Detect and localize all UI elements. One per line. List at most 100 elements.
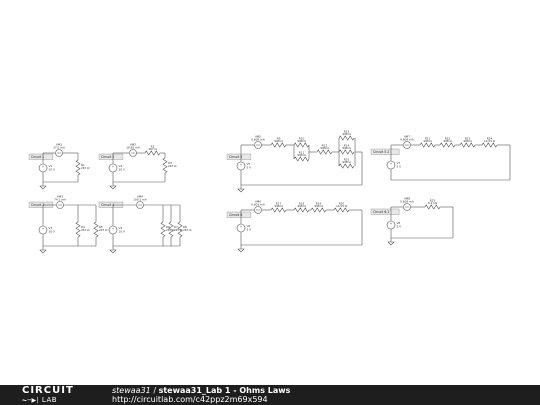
footer-bar: CIRCUIT ⏦─▶| LAB stewaa31 / stewaa31_Lab… (0, 385, 540, 405)
resistor-value: 998 Ω (297, 139, 306, 143)
ammeter-value: 37.0 mA (53, 146, 65, 150)
circuit-label: Circuit 6 (229, 213, 242, 217)
resistor-name: R11 (299, 151, 305, 155)
resistor-icon (160, 221, 166, 238)
resistor-name: R23 (465, 137, 471, 141)
resistor-value: 998 Ω (463, 139, 472, 143)
logo-lab-text: LAB (41, 396, 58, 404)
resistor-value: 267 Ω (174, 228, 183, 232)
circuit-label-box (28, 153, 54, 160)
source-name: V4 (119, 226, 123, 230)
resistor-name: R9 (277, 137, 281, 141)
circuit-label: Circuit 2 (101, 155, 114, 159)
source-name: V2 (119, 164, 123, 168)
resistor-value: 14.55 Ω (484, 139, 496, 143)
owner-link[interactable]: stewaa31 (112, 386, 151, 395)
ammeter-value: 0.609 mA (400, 138, 414, 142)
source-name: V5 (247, 162, 251, 166)
resistor-name: R19 (316, 202, 322, 206)
ammeter-name: AM3 (57, 195, 63, 199)
resistor-icon (293, 142, 310, 148)
resistor-icon (316, 149, 333, 155)
resistor-icon (162, 157, 168, 174)
source-name: V1 (49, 164, 53, 168)
footer-title-line: stewaa31 / stewaa31_Lab 1 - Ohms Laws (112, 386, 290, 395)
resistor-value: 267 Ω (81, 228, 90, 232)
circuit-label: Circuit 1 (31, 155, 44, 159)
resistor-name: R13 (344, 130, 350, 134)
resistor-icon (75, 221, 81, 238)
logo-wordmark-top: CIRCUIT (22, 385, 74, 396)
ammeter-name: AM4 (137, 195, 143, 199)
resistor-icon (439, 142, 456, 148)
ammeter-name: AM7 (404, 135, 410, 139)
resistor-name: R10 (299, 137, 305, 141)
circuit-url[interactable]: http://circuitlab.com/c42ppz2m69x594 (112, 395, 268, 404)
source-value: 10 V (119, 230, 125, 234)
resistor-name: R2 (151, 145, 155, 149)
source-value: 5 V (247, 166, 252, 170)
resistor-value: 14.55 Ω (336, 204, 348, 208)
resistor-value: 267 Ω (166, 228, 175, 232)
resistor-name: R5 (99, 225, 103, 229)
resistor-icon (168, 221, 174, 238)
source-plus: + (112, 227, 115, 231)
resistor-name: R1 (81, 163, 85, 167)
resistor-name: R20 (339, 202, 345, 206)
ground-icon (387, 241, 395, 246)
resistor-value: 267 Ω (99, 228, 108, 232)
source-plus: + (240, 163, 243, 167)
ground-icon (109, 185, 117, 190)
source-name: V6 (247, 224, 251, 228)
circuit-label-box (98, 153, 124, 160)
ammeter-name: AM5 (255, 135, 261, 139)
circuit-label-box (226, 153, 252, 160)
resistor-value: 998 Ω (320, 146, 329, 150)
circuit-title: stewaa31_Lab 1 - Ohms Laws (158, 386, 291, 395)
resistor-name: R14 (344, 144, 350, 148)
resistor-icon (338, 135, 355, 141)
ammeter-name: AM2 (130, 143, 136, 147)
resistor-icon (481, 142, 498, 148)
ammeter-value: 109.1 mA (133, 198, 147, 202)
ground-icon (109, 249, 117, 254)
resistor-name: R8 (183, 225, 187, 229)
resistor-value: 998 Ω (297, 204, 306, 208)
source-plus: + (390, 222, 393, 226)
resistor-value: 267 Ω (183, 228, 192, 232)
resistor-icon (93, 221, 99, 238)
ground-icon (237, 188, 245, 193)
resistor-icon (177, 221, 183, 238)
resistor-value: 267 Ω (148, 147, 157, 151)
resistor-value: 998 Ω (274, 139, 283, 143)
ammeter-value: 0.609 mA (400, 200, 414, 204)
source-value: 10 V (49, 230, 55, 234)
ammeter-name: AM8 (404, 197, 410, 201)
resistor-icon (419, 142, 436, 148)
circuit-label: Circuit 3 (31, 203, 44, 207)
source-plus: + (390, 162, 393, 166)
source-value: 5 V (397, 225, 402, 229)
resistor-icon (293, 156, 310, 162)
circuit-label-box (370, 208, 400, 215)
resistor-value: 998 Ω (314, 204, 323, 208)
resistor-name: R18 (299, 202, 305, 206)
source-name: V3 (49, 226, 53, 230)
resistor-name: R3 (168, 161, 172, 165)
resistor-value: 998 Ω (297, 153, 306, 157)
resistor-icon (459, 142, 476, 148)
resistor-value: 998 Ω (274, 204, 283, 208)
resistor-value: 998 Ω (423, 139, 432, 143)
ammeter-name: AM1 (56, 143, 62, 147)
ammeter-value: 0.603 mA (251, 203, 265, 207)
resistor-name: R21 (425, 137, 431, 141)
source-value: 5 V (397, 165, 402, 169)
source-value: 10 V (49, 168, 55, 172)
ground-icon (237, 248, 245, 253)
source-name: V7 (397, 161, 401, 165)
circuitlab-logo[interactable]: CIRCUIT ⏦─▶| LAB (22, 385, 92, 405)
resistor-icon (75, 159, 81, 176)
circuit-label: Circuit 5.2 (373, 150, 389, 154)
resistor-icon (293, 207, 310, 213)
